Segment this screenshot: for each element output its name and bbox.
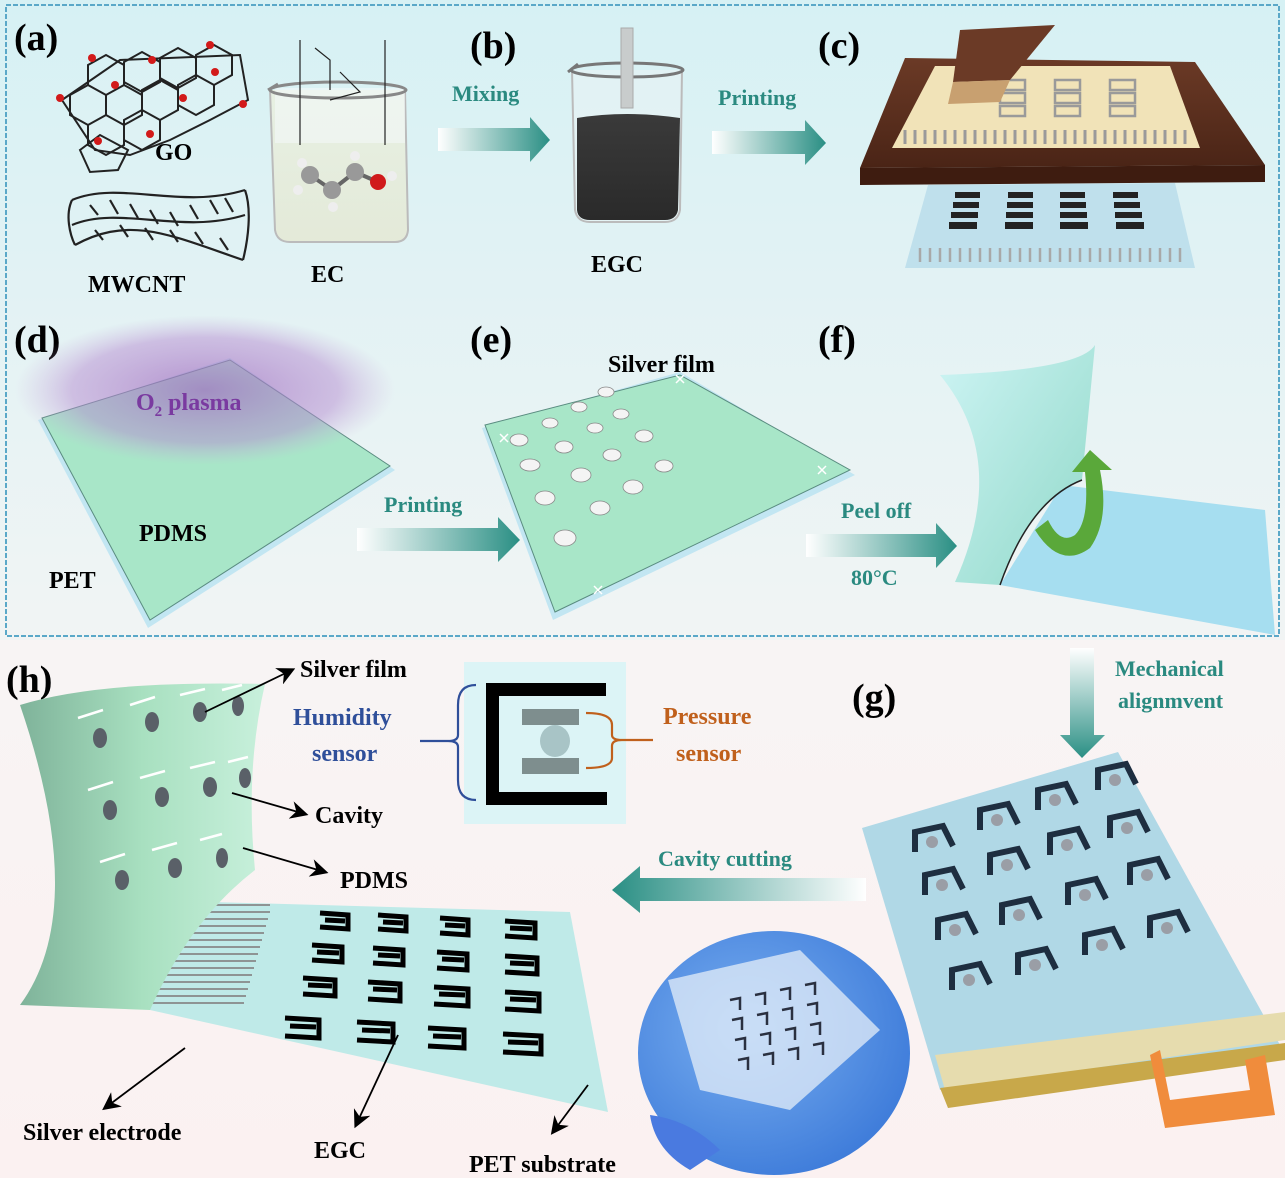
cavity-cutting-arrow-icon — [612, 866, 866, 913]
connector-strip — [940, 1043, 1285, 1108]
device-photo — [638, 931, 910, 1175]
assembled-sensor-array — [912, 760, 1191, 990]
peel-direction-arrow-icon — [1035, 450, 1112, 556]
ethanol-molecule-icon — [293, 151, 397, 212]
assembled-device — [862, 752, 1280, 1090]
cavity-callout — [231, 792, 309, 819]
egc-label-h: EGC — [314, 1138, 366, 1164]
panel-f-tag: (f) — [818, 319, 856, 361]
panel-a: (a) GO MWCNT — [14, 17, 410, 298]
peel-off-label: Peel off — [841, 498, 912, 523]
silver-film-label-e: Silver film — [608, 352, 715, 378]
pdms-callout — [242, 847, 329, 877]
mixing-label: Mixing — [452, 81, 519, 106]
go-label: GO — [155, 140, 192, 166]
panel-b-tag: (b) — [470, 25, 516, 67]
squeegee-icon — [953, 25, 1055, 82]
mixing-step: Mixing — [438, 81, 550, 162]
panel-c-tag: (c) — [818, 25, 860, 67]
silver-electrode-callout — [102, 1047, 186, 1111]
peel-off-arrow-icon — [806, 523, 957, 568]
egc-callout — [353, 1034, 399, 1129]
go-molecule-icon — [60, 43, 250, 174]
pressure-label-1: Pressure — [663, 704, 752, 730]
humidity-electrode-icon — [486, 683, 607, 805]
mixing-arrow-icon — [438, 117, 550, 162]
mechanical-label-2: alignmvent — [1118, 688, 1224, 713]
silver-electrode-label: Silver electrode — [23, 1120, 182, 1146]
panel-e-tag: (e) — [470, 319, 512, 361]
panel-h: (h) — [6, 657, 616, 1178]
ec-beaker-icon — [267, 40, 410, 243]
pet-label-d: PET — [49, 568, 96, 594]
printed-sensor-array — [949, 192, 1144, 229]
panel-b: (b) EGC — [470, 25, 685, 278]
o2-plasma-label: O2 plasma — [136, 390, 242, 420]
pressure-electrode-bottom — [522, 758, 579, 774]
egc-label: EGC — [591, 252, 643, 278]
cavity-dots — [93, 696, 251, 890]
pressure-label-2: sensor — [676, 741, 742, 767]
printing-arrow-1-icon — [712, 120, 826, 165]
ec-label: EC — [311, 262, 344, 288]
panel-g-tag: (g) — [852, 677, 896, 719]
pdms-layer-e — [484, 374, 852, 613]
sensor-legend: Humidity sensor Pressure sensor — [293, 662, 752, 824]
cavity-cutting-label: Cavity cutting — [658, 846, 792, 871]
pet-substrate-callout — [550, 1084, 589, 1135]
egc-sensor-array — [284, 910, 544, 1057]
panel-c: (c) — [818, 25, 1265, 268]
humidity-label-2: sensor — [312, 741, 378, 767]
peel-off-step: Peel off 80°C — [806, 498, 957, 590]
pdms-label-h: PDMS — [340, 868, 408, 894]
panel-d: (d) O2 plasma PDMS PET — [14, 315, 395, 628]
alignment-marks — [499, 374, 827, 595]
mwcnt-tube-icon — [67, 188, 250, 262]
cavity-icon — [540, 725, 570, 757]
peeled-pdms-sheet — [940, 345, 1095, 585]
egc-beaker-icon — [567, 27, 685, 223]
panel-f: (f) — [818, 319, 1275, 635]
silver-film-label-h: Silver film — [300, 657, 407, 683]
pdms-label-d: PDMS — [139, 521, 207, 547]
mechanical-alignment-arrow-icon — [1060, 648, 1105, 758]
panel-e: (e) Silver film — [470, 319, 855, 620]
plasma-cloud — [15, 315, 395, 465]
panel-g: (g) — [852, 677, 1285, 1128]
cavity-label: Cavity — [315, 803, 383, 829]
printing-arrow-2-icon — [357, 517, 520, 562]
printing-label-1: Printing — [718, 85, 796, 110]
pressure-electrode-top — [522, 709, 579, 725]
printing-label-2: Printing — [384, 492, 462, 517]
mechanical-label-1: Mechanical — [1115, 656, 1224, 681]
printing-step-2: Printing — [357, 492, 520, 562]
oxygen-atoms — [56, 41, 247, 145]
humidity-label-1: Humidity — [293, 705, 392, 731]
cavity-cutting-step: Cavity cutting — [612, 846, 866, 913]
mwcnt-label: MWCNT — [88, 272, 185, 298]
flex-cable-icon — [1150, 1050, 1275, 1128]
pet-sheet-f — [1000, 485, 1275, 635]
pet-substrate-h — [140, 900, 608, 1112]
printing-step-1: Printing — [712, 85, 826, 165]
silver-film-callout — [204, 668, 296, 713]
silver-dot-array — [509, 386, 674, 547]
stencil-pattern — [903, 130, 1187, 144]
panel-h-tag: (h) — [6, 659, 52, 701]
temperature-label: 80°C — [851, 565, 898, 590]
panel-a-tag: (a) — [14, 17, 58, 59]
pet-substrate-label: PET substrate — [469, 1152, 616, 1178]
mechanical-alignment-step: Mechanical alignmvent — [1060, 648, 1224, 758]
